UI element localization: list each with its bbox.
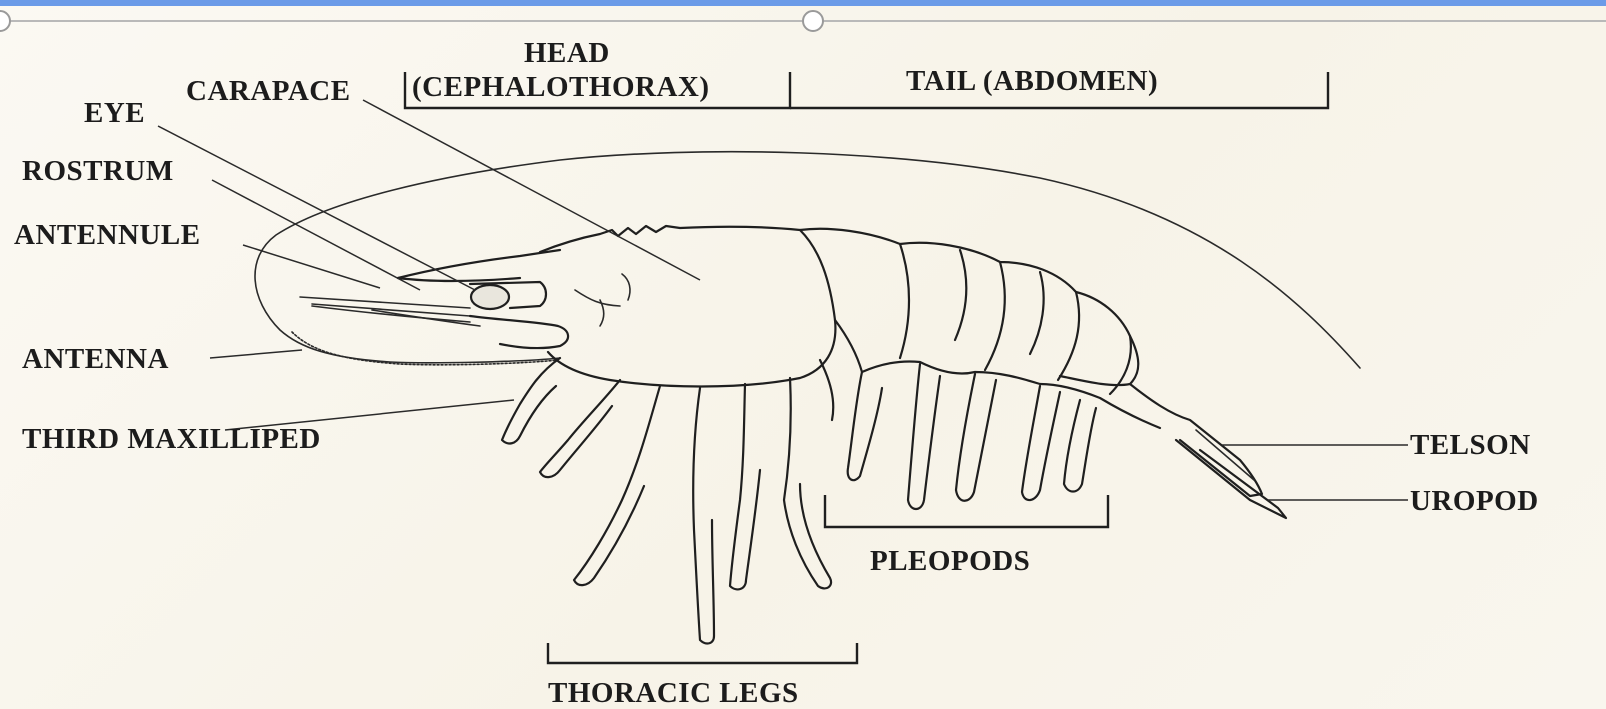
pleopod-2 [908,364,940,509]
pleopod-5 [1064,400,1096,492]
label-pleopods: PLEOPODS [870,545,1030,577]
antennal-scale [470,316,568,348]
antenna-leader [210,350,302,358]
label-carapace: CARAPACE [186,75,351,107]
abdomen-segment-mid-2 [1030,272,1044,354]
label-telson: TELSON [1410,429,1531,461]
eye-shape [471,285,509,309]
abdomen-segment-3 [1058,292,1079,380]
rostrum-lower-edge [398,278,520,281]
abdomen-segment-2 [985,262,1005,370]
shrimp-illustration [255,152,1360,644]
thoracic-leg-3 [693,388,714,643]
label-antennule: ANTENNULE [14,219,201,251]
carapace-groove-3 [622,274,630,300]
antenna-flagellum-underside [292,332,558,365]
label-eye: EYE [84,97,145,129]
label-head: HEAD [524,37,610,69]
label-rostrum: ROSTRUM [22,155,174,187]
rostrum-edge [398,250,560,278]
abdomen-segment-mid-1 [955,250,966,340]
label-antenna: ANTENNA [22,343,169,375]
thoracic-leg-4 [730,384,760,589]
antennule-flagellum-3 [300,297,470,308]
thoracic-leg-base [820,360,833,420]
thoracic-leg-2 [574,386,660,585]
thoracic-leg-1 [540,380,620,477]
rostrum-leader [212,180,420,290]
carapace-outline [540,226,835,387]
thoracic-leg-5 [784,378,831,588]
antenna-flagellum [255,152,1360,368]
telson-shape [1130,384,1262,496]
eye-leader [158,126,475,290]
label-thoracic-legs: THORACIC LEGS [548,677,799,709]
pleopod-3 [956,374,996,501]
label-third-maxilliped: THIRD MAXILLIPED [22,423,321,455]
abdomen-ventral-outline [835,320,1160,428]
carapace-groove-1 [575,290,620,306]
label-cephalothorax: (CEPHALOTHORAX) [412,71,710,103]
thoracic-legs-bracket [548,643,857,663]
abdomen-segment-1 [900,244,909,358]
pleopod-1 [848,372,882,480]
antennule-leader [243,245,380,288]
label-tail: TAIL (ABDOMEN) [906,65,1158,97]
telson-midline [1196,430,1254,480]
pleopod-4 [1022,386,1060,500]
carapace-leader [363,100,700,280]
abdomen-dorsal-outline [800,229,1138,385]
label-uropod: UROPOD [1410,485,1539,517]
